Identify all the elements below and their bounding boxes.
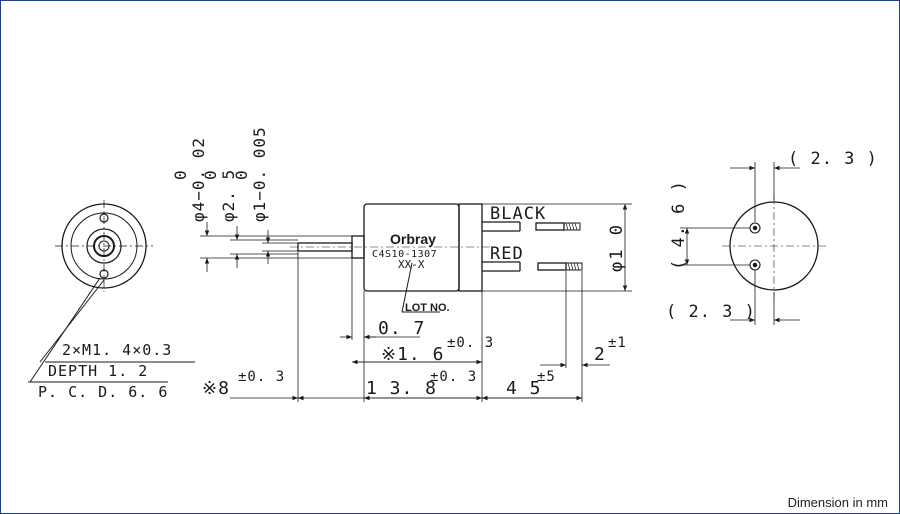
dim-1-6: ※1. 6 — [381, 344, 444, 365]
lot-code: XX-X — [398, 258, 425, 271]
rear-dim-side: ( 4. 6 ) — [669, 180, 689, 270]
dim-2: 2 — [594, 344, 606, 365]
diameter-dims — [200, 222, 352, 272]
rear-view — [722, 196, 826, 298]
dim-8-tol: ±0. 3 — [238, 369, 285, 385]
lot-number-label: LOT NO. — [405, 302, 450, 314]
dim-45: 4 5 — [506, 378, 542, 399]
red-wire-label: RED — [490, 244, 524, 264]
red-wire-strand-icon — [567, 262, 580, 271]
dim-13-8-tol: ±0. 3 — [430, 369, 477, 385]
leader-line-mount-2 — [39, 279, 105, 363]
motor-end-cap — [458, 203, 483, 292]
model-number: C4S10-1307 — [372, 249, 437, 260]
black-wire-label: BLACK — [490, 204, 546, 224]
front-view — [28, 200, 195, 383]
mount-pcd-label: P. C. D. 6. 6 — [38, 383, 168, 401]
body-diameter-value: φ1 0 — [607, 223, 627, 272]
shaft-boss-diameter: φ4−0. 02 — [189, 137, 208, 222]
units-note: Dimension in mm — [787, 495, 888, 510]
red-wire-lead — [537, 262, 567, 271]
mount-depth-label: DEPTH 1. 2 — [48, 362, 148, 380]
dim-13-8: 1 3. 8 — [366, 378, 437, 399]
bearing-diameter-tol: 0 — [201, 169, 220, 180]
dim-8: ※8 — [202, 378, 230, 399]
mount-thread-label: 2×M1. 4×0.3 — [62, 341, 172, 359]
lot-leader — [401, 262, 413, 313]
body-diameter-dim — [482, 203, 632, 292]
black-wire-strand-icon — [565, 222, 578, 231]
brand-logo: Orbray — [390, 231, 436, 247]
black-wire-lead — [535, 222, 565, 231]
length-dims — [230, 252, 610, 402]
dim-1-6-tol: ±0. 3 — [447, 335, 494, 351]
rear-dim-top: ( 2. 3 ) — [788, 149, 878, 169]
terminal-top-dot — [752, 225, 758, 231]
shaft-diameter-tol: 0 — [232, 169, 251, 180]
rear-dims — [680, 162, 800, 325]
dim-0-7: 0. 7 — [378, 318, 425, 339]
dim-45-tol: ±5 — [537, 369, 556, 385]
shaft-diameter: φ1−0. 005 — [250, 126, 269, 222]
rear-dim-bottom: ( 2. 3 ) — [666, 302, 756, 322]
dim-2-tol: ±1 — [608, 335, 627, 351]
bearing-diameter: φ2. 5 — [219, 169, 238, 222]
side-view — [290, 203, 583, 313]
motor-body — [363, 203, 460, 292]
terminal-bottom-dot — [752, 262, 758, 268]
shaft-boss-diameter-tol: 0 — [171, 169, 190, 180]
